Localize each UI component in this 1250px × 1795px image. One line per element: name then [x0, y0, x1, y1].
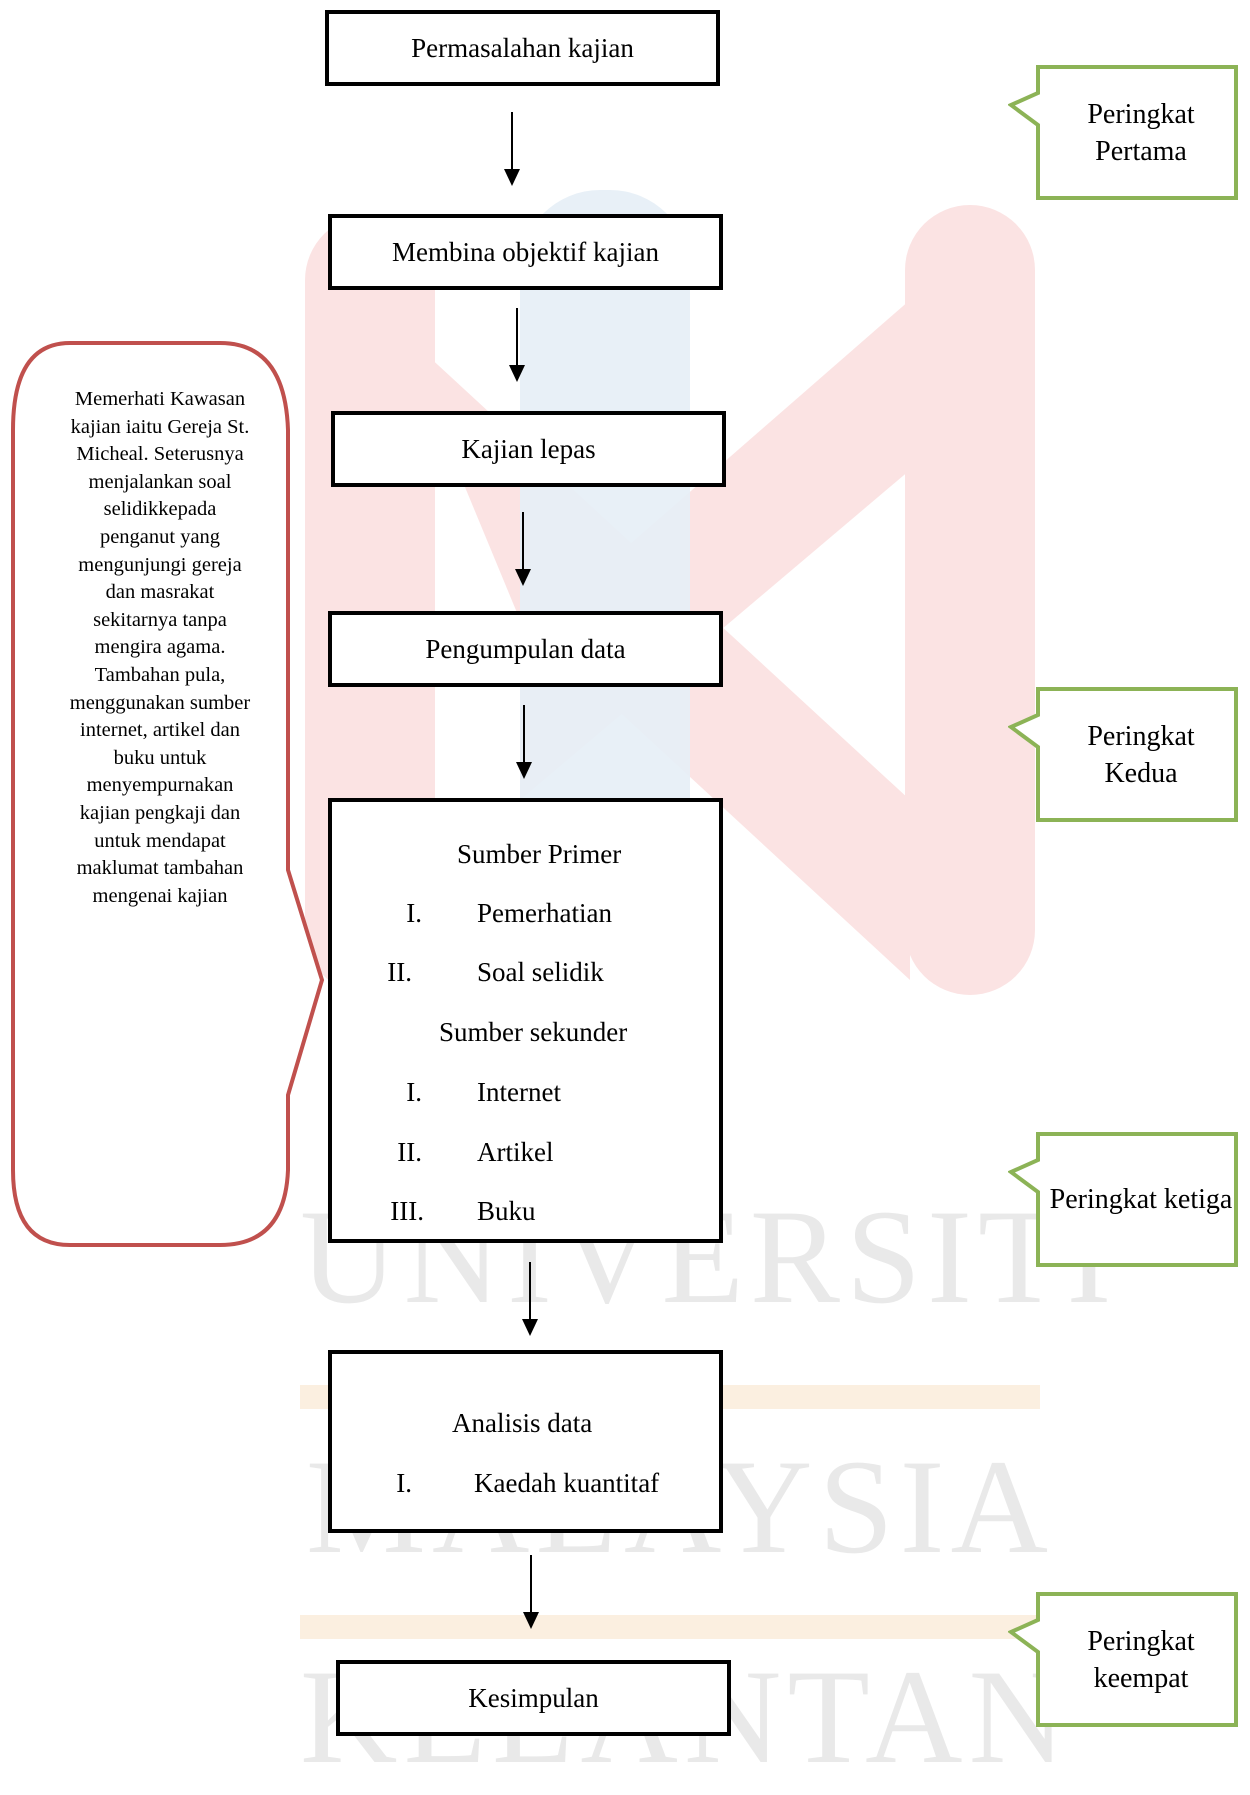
primary-item-2-text: Soal selidik — [477, 957, 604, 987]
level-callout-2: Peringkat Kedua — [1008, 687, 1238, 822]
secondary-item-3-text: Buku — [477, 1196, 536, 1226]
step-box-1: Permasalahan kajian — [325, 10, 720, 86]
level-label-2: Peringkat Kedua — [1087, 720, 1195, 789]
primary-item-2-num: II. — [387, 957, 412, 987]
arrow-4 — [516, 705, 532, 779]
sources-box: Sumber Primer I. Pemerhatian II. Soal se… — [328, 798, 723, 1243]
analysis-box: Analisis data I. Kaedah kuantitaf — [328, 1350, 723, 1533]
arrow-2 — [509, 308, 525, 382]
level-callout-1-shape — [1008, 65, 1238, 200]
primary-item-1-num: I. — [406, 898, 422, 928]
arrow-3 — [515, 512, 531, 586]
secondary-item-1-num: I. — [406, 1077, 422, 1107]
secondary-item-3-num: III. — [390, 1196, 424, 1226]
level-label-3: Peringkat ketiga — [1049, 1184, 1233, 1215]
step-box-3: Kajian lepas — [331, 411, 726, 487]
level-callout-4-shape — [1008, 1592, 1238, 1727]
analysis-title: Analisis data — [452, 1408, 593, 1438]
arrow-5 — [522, 1262, 538, 1336]
analysis-item-1-num: I. — [396, 1468, 412, 1498]
level-callout-1: Peringkat Pertama — [1008, 65, 1238, 200]
level-callout-2-shape — [1008, 687, 1238, 822]
step-label-3: Kajian lepas — [461, 433, 596, 464]
step-box-2: Membina objektif kajian — [328, 214, 723, 290]
secondary-item-2-num: II. — [397, 1137, 422, 1167]
step-label-1: Permasalahan kajian — [411, 32, 634, 63]
conclusion-label: Kesimpulan — [468, 1682, 599, 1713]
level-callout-3: Peringkat ketiga — [1008, 1132, 1238, 1267]
step-box-4: Pengumpulan data — [328, 611, 723, 687]
step-label-2: Membina objektif kajian — [392, 236, 659, 267]
secondary-sources-title: Sumber sekunder — [439, 1017, 628, 1047]
description-callout-shape — [11, 341, 325, 1247]
description-callout: Memerhati Kawasan kajian iaitu Gereja St… — [10, 340, 330, 1250]
primary-item-1-text: Pemerhatian — [477, 898, 612, 928]
analysis-item-1-text: Kaedah kuantitaf — [474, 1468, 660, 1498]
arrow-1 — [504, 112, 520, 186]
conclusion-box: Kesimpulan — [336, 1660, 731, 1736]
level-label-1: Peringkat Pertama — [1087, 98, 1195, 167]
secondary-item-1-text: Internet — [477, 1077, 561, 1107]
secondary-item-2-text: Artikel — [477, 1137, 554, 1167]
arrow-6 — [523, 1555, 539, 1629]
level-callout-4: Peringkat keempat — [1008, 1592, 1238, 1727]
level-label-4: Peringkat keempat — [1087, 1625, 1195, 1694]
level-callout-3-shape — [1008, 1132, 1238, 1267]
description-callout-text: Memerhati Kawasan kajian iaitu Gereja St… — [69, 388, 251, 907]
primary-sources-title: Sumber Primer — [457, 839, 622, 869]
step-label-4: Pengumpulan data — [425, 633, 626, 664]
